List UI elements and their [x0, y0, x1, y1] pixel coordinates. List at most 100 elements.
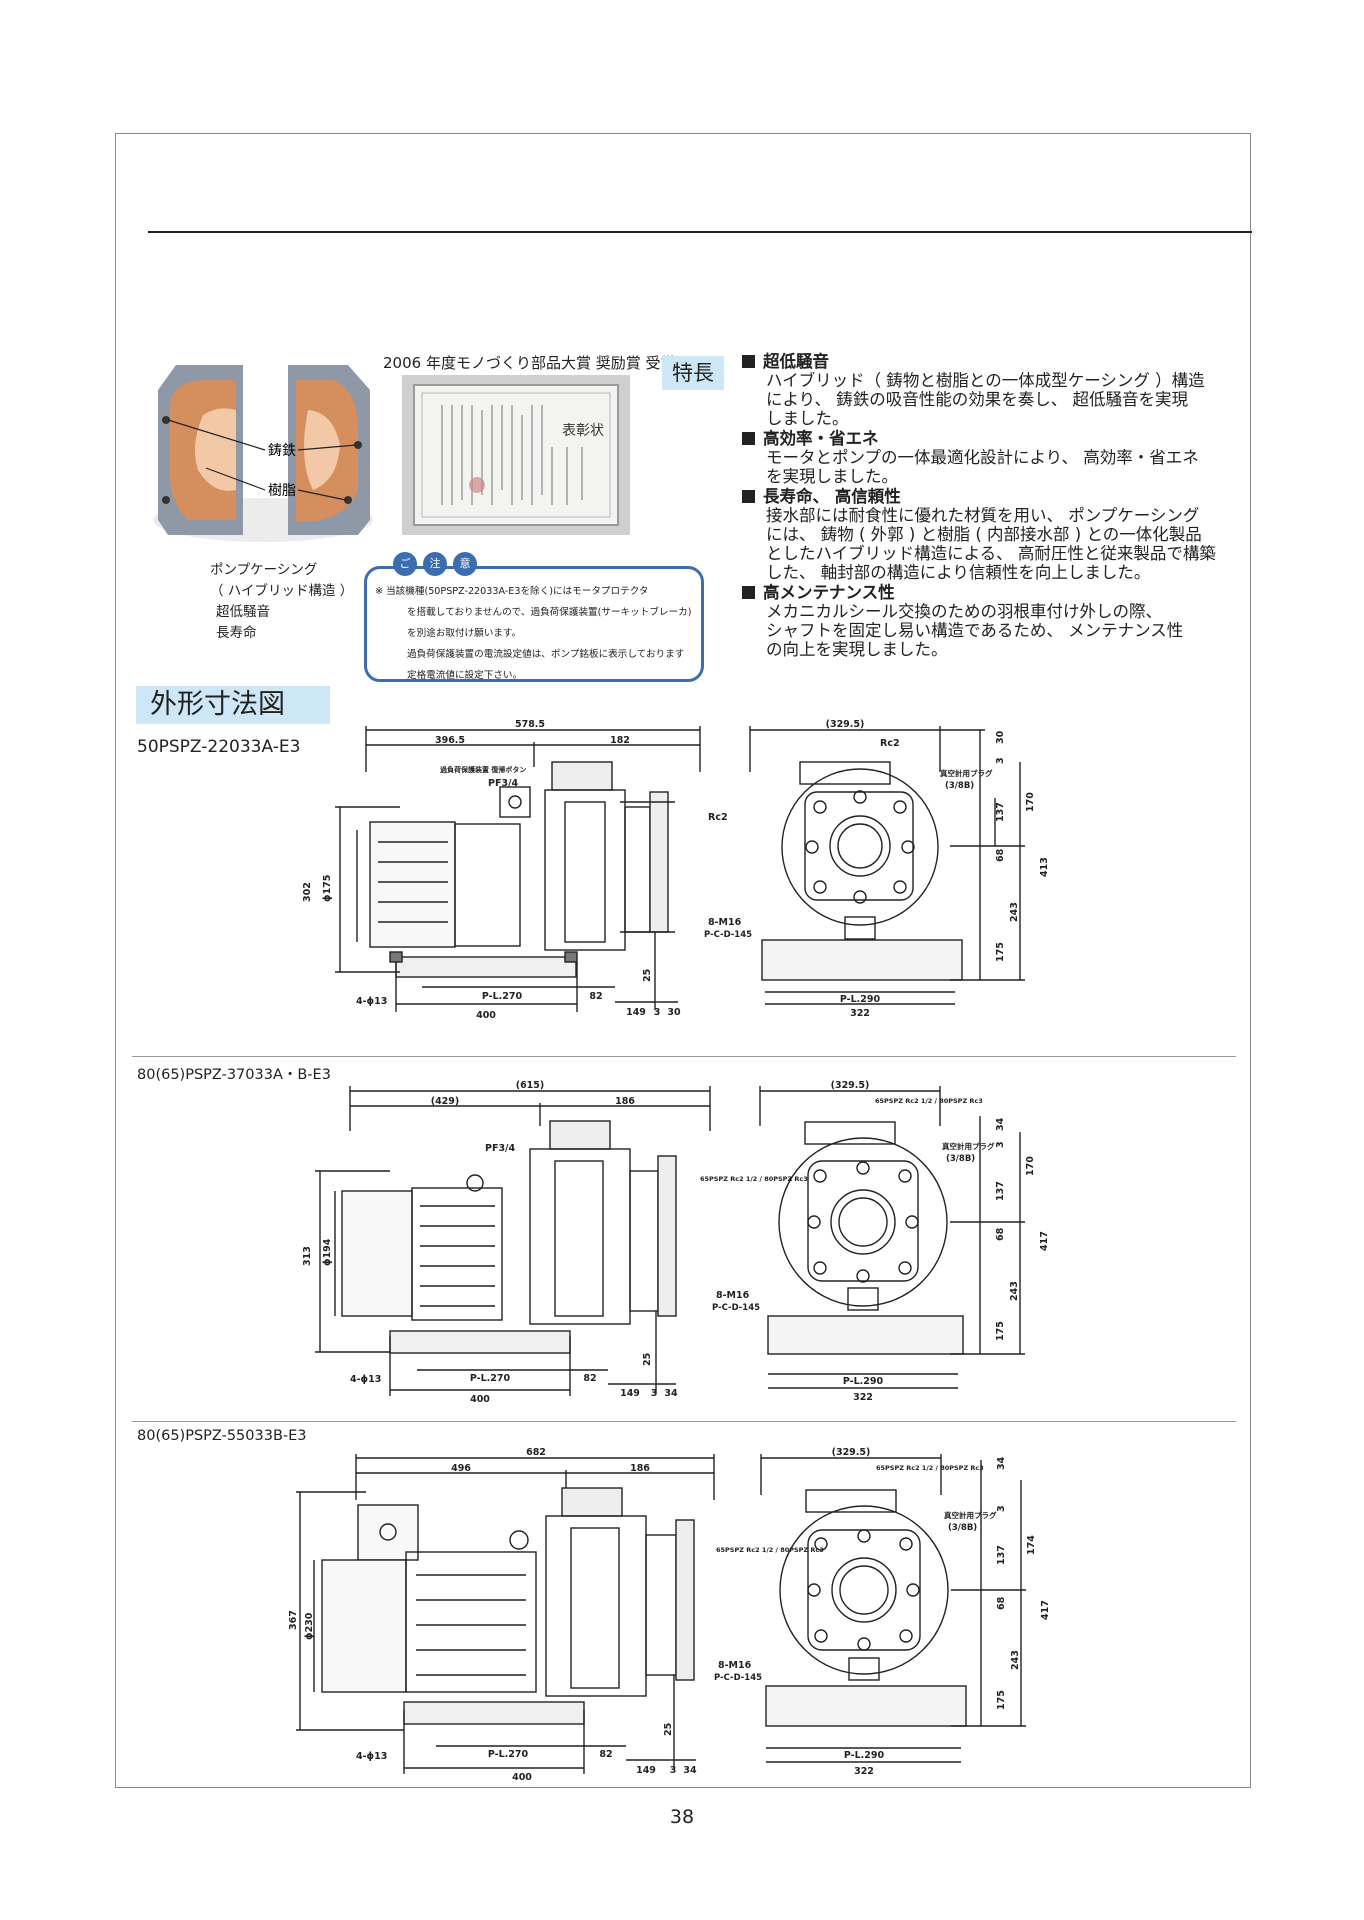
front-30: 30: [995, 730, 1006, 744]
label-iron: 鋳鉄: [268, 442, 296, 459]
front-3: 3: [995, 1141, 1006, 1148]
caution-line: を別途お取付け願います。: [407, 628, 522, 639]
dim-overall: 682: [526, 1447, 546, 1458]
front-base: 322: [850, 1008, 870, 1019]
dim-149: 149: [626, 1007, 646, 1018]
front-pl: P-L.290: [840, 994, 881, 1005]
caution-badges: ご 注 意: [393, 552, 477, 576]
front-top: (329.5): [832, 1447, 871, 1458]
front-port: 65PSPZ Rc2 1/2 / 80PSPZ Rc3: [875, 1097, 983, 1105]
front-3: 3: [995, 757, 1006, 764]
bullet-square-icon: [742, 586, 755, 599]
front-175: 175: [996, 1690, 1007, 1710]
front-plug-size: (3/8B): [946, 1154, 975, 1164]
front-417: 417: [1040, 1600, 1051, 1620]
caution-box: ※ 当該機種(50PSPZ-22033A-E3を除く)にはモータプロテクタ を搭…: [364, 566, 704, 682]
model-name: 80(65)PSPZ-37033A・B-E3: [137, 1067, 331, 1083]
front-3: 3: [996, 1505, 1007, 1512]
front-bolts: 8-M16: [718, 1660, 752, 1671]
dim-right: 182: [610, 735, 630, 746]
casing-cutaway-image: 鋳鉄 樹脂: [153, 365, 373, 542]
dim-82: 82: [589, 991, 602, 1002]
dim-overall: 578.5: [515, 719, 545, 730]
front-243: 243: [1009, 902, 1020, 922]
dim-82: 82: [583, 1373, 596, 1384]
caution-line: を搭載しておりませんので、過負荷保護装置(サーキットブレーカ): [407, 607, 692, 618]
dim-thread-top: PF3/4: [488, 778, 519, 789]
caution-badge: 意: [453, 552, 477, 576]
feature-heading: 高効率・省エネ: [742, 429, 1242, 448]
dim-25: 25: [642, 969, 653, 982]
front-174: 174: [1026, 1535, 1037, 1555]
award-certificate-photo: 表彰状: [402, 375, 630, 535]
bullet-square-icon: [742, 432, 755, 445]
dim-pl: P-L.270: [482, 991, 523, 1002]
dim-thread-top: PF3/4: [485, 1143, 516, 1154]
dim-motor-dia: ϕ230: [304, 1612, 315, 1640]
caution-line: 定格電流値に設定下さい。: [407, 670, 523, 681]
dim-149: 149: [636, 1765, 656, 1776]
dim-thread-side: 65PSPZ Rc2 1/2 / 80PSPZ Rc3: [700, 1175, 808, 1183]
dim-pl: P-L.270: [470, 1373, 511, 1384]
front-top: (329.5): [826, 719, 865, 730]
feature-body: メカニカルシール交換のための羽根車付け外しの際、シャフトを固定し易い構造であるた…: [766, 602, 1184, 659]
front-base: 322: [853, 1392, 873, 1403]
label-resin: 樹脂: [268, 483, 296, 499]
front-pcd: P-C-D-145: [712, 1303, 760, 1313]
dim-3: 3: [651, 1388, 658, 1399]
dim-left: (429): [431, 1096, 460, 1107]
front-34: 34: [996, 1456, 1007, 1470]
caution-line: 過負荷保護装置の電流設定値は、ポンプ銘板に表示しております: [407, 649, 685, 660]
dim-82: 82: [599, 1749, 612, 1760]
dim-overall: (615): [516, 1080, 545, 1091]
front-243: 243: [1009, 1281, 1020, 1301]
front-170: 170: [1025, 1156, 1036, 1176]
feature-body: ハイブリッド（ 鋳物と樹脂との一体成型ケーシング ）構造により、 鋳鉄の吸音性能…: [766, 371, 1205, 428]
front-top: (329.5): [831, 1080, 870, 1091]
dim-thread-side: 65PSPZ Rc2 1/2 / 80PSPZ Rc3: [716, 1546, 824, 1554]
front-68: 68: [995, 1227, 1006, 1241]
feature-heading: 超低騒音: [742, 352, 1242, 371]
caution-line: ※ 当該機種(50PSPZ-22033A-E3を除く)にはモータプロテクタ: [375, 586, 649, 597]
dim-25: 25: [663, 1723, 674, 1736]
bullet-square-icon: [742, 355, 755, 368]
casing-caption: ポンプケーシング （ ハイブリッド構造 ） 超低騒音 長寿命: [210, 560, 353, 644]
dim-motor-dia: ϕ175: [322, 875, 333, 902]
award-title: 2006 年度モノづくり部品大賞 奨励賞 受賞: [383, 354, 676, 372]
front-68: 68: [995, 848, 1006, 862]
front-170: 170: [1025, 792, 1036, 812]
front-plug-size: (3/8B): [948, 1523, 977, 1533]
bullet-square-icon: [742, 490, 755, 503]
front-pl: P-L.290: [844, 1750, 885, 1761]
front-port: 65PSPZ Rc2 1/2 / 80PSPZ Rc3: [876, 1464, 984, 1472]
dim-25: 25: [642, 1353, 653, 1366]
caution-badge: ご: [393, 552, 417, 576]
dimension-section-title: 外形寸法図: [136, 686, 330, 724]
front-port: Rc2: [880, 738, 900, 749]
dim-height: 367: [288, 1610, 299, 1630]
feature-heading: 長寿命、 高信頼性: [742, 487, 1242, 506]
dim-height: 302: [302, 882, 313, 902]
caption-line: 超低騒音: [216, 604, 270, 620]
dim-left: 496: [451, 1463, 471, 1474]
dim-holes: 4-ϕ13: [350, 1374, 381, 1385]
front-bolts: 8-M16: [716, 1290, 750, 1301]
section-divider: [132, 1421, 1236, 1422]
front-plug: 真空計用プラグ: [940, 768, 993, 778]
front-137: 137: [996, 1545, 1007, 1565]
dim-34: 34: [683, 1765, 697, 1776]
caption-line: 長寿命: [216, 625, 257, 641]
front-pcd: P-C-D-145: [714, 1673, 762, 1683]
front-175: 175: [995, 942, 1006, 962]
dimension-drawing-3: 682 496 186 65PSPZ Rc2 1/2 / 80PSPZ Rc3 …: [288, 1447, 1051, 1780]
model-name: 80(65)PSPZ-55033B-E3: [137, 1428, 307, 1444]
dim-30: 30: [667, 1007, 681, 1018]
dim-right: 186: [630, 1463, 650, 1474]
dim-height: 313: [302, 1246, 313, 1266]
front-pl: P-L.290: [843, 1376, 884, 1387]
dim-note: 過負荷保護装置 復帰ボタン: [439, 765, 526, 774]
dim-right: 186: [615, 1096, 635, 1107]
front-plug: 真空計用プラグ: [942, 1141, 995, 1151]
front-base: 322: [854, 1766, 874, 1777]
section-divider: [132, 1056, 1236, 1057]
